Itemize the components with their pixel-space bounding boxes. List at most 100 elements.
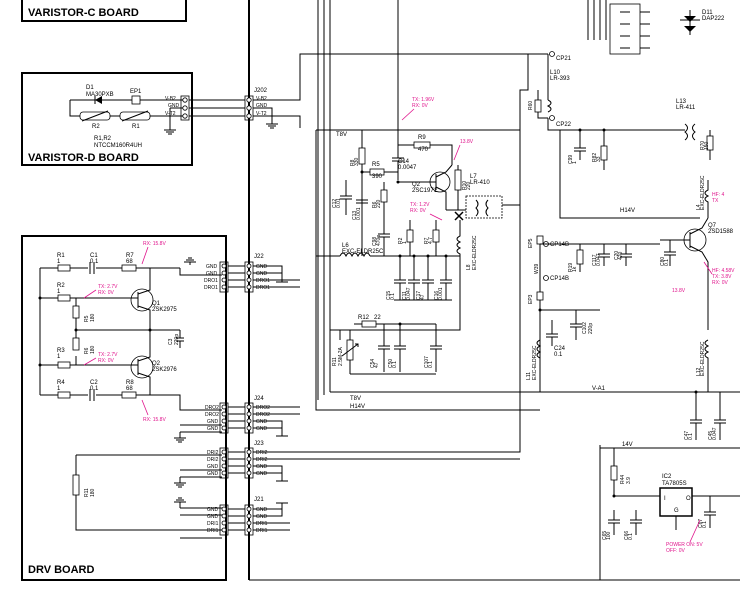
c-r9: R9 — [418, 135, 426, 141]
c-l6: L6 — [342, 243, 349, 249]
drv-r2v: 1 — [57, 289, 61, 295]
c-c13: C13 — [352, 211, 358, 220]
r-l10p: LR-393 — [550, 76, 570, 82]
j21-l-3: DRI1 — [207, 528, 219, 534]
j21-l-2: DRI1 — [207, 521, 219, 527]
j23-l-3: GND — [207, 471, 219, 477]
r-c45: C45 — [708, 431, 714, 440]
j21-l-0: GND — [207, 507, 219, 513]
r-h14v: H14V — [620, 208, 635, 214]
c-l8: L8 — [466, 264, 472, 270]
j22-l-0: GND — [206, 264, 218, 270]
c-c12v: 0.01 — [336, 198, 342, 208]
c-r12: R12 — [358, 315, 370, 321]
j22-l-2: DRO1 — [204, 278, 218, 284]
ep1-label: EP1 — [130, 89, 142, 95]
j202-connector: J202 V-B2 GND V-T2 — [180, 53, 548, 129]
c-r10v: 220 — [466, 181, 472, 190]
j23-r-0: DRI2 — [256, 450, 268, 456]
j23-connector: J23 DRI2 DRI2 GND GND DRI2 DRI2 GND GND — [207, 130, 521, 482]
r-c24: C24 — [554, 346, 566, 352]
c-c14: C14 — [398, 159, 410, 165]
r-l13: L13 — [676, 99, 687, 105]
ann-rx0-tx196: RX: 0V — [412, 103, 429, 109]
r-r44v: 3.9 — [626, 477, 632, 484]
c-c17: C17 — [416, 291, 422, 300]
r-cp14b: CP14B — [550, 242, 569, 248]
ann-rx0-q2: RX: 0V — [98, 358, 115, 364]
c-c54v: 47 — [374, 362, 380, 368]
r-c65v: 100 — [606, 531, 612, 540]
c-r7: R7 — [424, 237, 430, 244]
varistor-c-board-title: VARISTOR-C BOARD — [28, 7, 139, 19]
r-r82v: 33 — [596, 156, 602, 162]
drv-c1: C1 — [90, 253, 98, 259]
ann-power-on: POWER ON: 5V — [666, 542, 703, 548]
r-l11p: EXC-ELDR25C — [532, 345, 538, 380]
r-l12p: EXC-ELDR25C — [700, 341, 706, 376]
r-ic2p: TA7805S — [662, 481, 687, 487]
r-r19v: 1k — [572, 266, 578, 272]
c-r2v: 1 — [402, 241, 408, 244]
drv-q1p: 2SK2975 — [152, 307, 177, 313]
c-c11v: 0.047 — [406, 287, 412, 300]
center-annotations: TX: 1.96V RX: 0V 13.8V TX: 1.2V RX: 0V — [401, 97, 474, 221]
c-l6p: EXC-ELDR25C — [342, 249, 384, 255]
ann-tx12: TX: 1.2V — [410, 202, 430, 208]
drv-circuit: R1 1 C1 0.1 R7 68 R2 1 Q1 2SK2975 R5 180… — [39, 253, 222, 539]
varistor-d-circuit: D1 MA30PXB EP1 R2 R1 R1,R2 NTCCM160R4UH … — [69, 85, 184, 149]
r-ic2: IC2 — [662, 474, 672, 480]
r-ic-i: I — [664, 496, 666, 502]
c-r5v: 390 — [372, 174, 383, 180]
c-r11p: 2.5M-2A — [338, 346, 344, 366]
r-l4p: EXC-ELDR25C — [700, 175, 706, 210]
j21-l-1: GND — [207, 514, 219, 520]
drv-q1: Q1 — [152, 301, 161, 307]
t8v-top: T8V — [336, 132, 347, 138]
r-c117v: 0.047 — [596, 253, 602, 266]
r-cp21: CP21 — [556, 56, 572, 62]
ann-rx158-bot: RX: 15.8V — [143, 417, 166, 423]
vd-pin-vb2: V-B2 — [165, 96, 176, 102]
ann-hf458: HF: 4.58V — [712, 268, 735, 274]
r-q7: Q7 — [708, 223, 717, 229]
j22-r-2: DRO1 — [256, 278, 270, 284]
j22-l-3: DRO1 — [204, 285, 218, 291]
j24-l-0: DRO2 — [205, 405, 219, 411]
junction-dots — [38, 128, 698, 498]
d1-diode-icon — [95, 96, 102, 104]
drv-r11v: 180 — [90, 488, 96, 497]
r1-label: R1 — [132, 124, 140, 130]
q2-transistor-icon — [130, 355, 154, 379]
drv-annotations: RX: 15.8V TX: 2.7V RX: 0V TX: 2.7V RX: 0… — [83, 241, 166, 423]
r-cp14a: CP14B — [550, 276, 569, 282]
r-ic-o: O — [686, 496, 691, 502]
j21-r-3: DRI1 — [256, 528, 268, 534]
l7-transformer-box — [465, 195, 503, 219]
r-c80v: 0.1 — [664, 259, 670, 266]
c-c16v: 0.001 — [438, 287, 444, 300]
r-r82: R82 — [592, 153, 598, 162]
r-c47: C47 — [684, 431, 690, 440]
ann-rx0-q1: RX: 0V — [98, 290, 115, 296]
c-c15v: 0.1 — [390, 293, 396, 300]
c-l8p: EXC-ELDR25C — [472, 235, 478, 270]
c-q2: Q2 — [412, 182, 421, 188]
r-c20: C20 — [614, 251, 620, 260]
d11-diode-icon — [684, 16, 696, 22]
r1r2-label: R1,R2 — [94, 136, 112, 142]
r-c24v: 0.1 — [554, 352, 563, 358]
r-c67: C67 — [698, 519, 704, 528]
r-v138c: 13.8V — [672, 288, 686, 294]
c-c15: C15 — [386, 291, 392, 300]
j23-l-1: DRI2 — [207, 457, 219, 463]
drv-r7: R7 — [126, 253, 134, 259]
drv-r4: R4 — [57, 380, 65, 386]
r-r60: R60 — [528, 101, 534, 110]
r-c66v: 0.1 — [628, 533, 634, 540]
j22-r-1: GND — [256, 271, 268, 277]
j22-label: J22 — [254, 254, 264, 260]
ann-tx3: TX: 3.8V — [712, 274, 732, 280]
r-d11: D11 — [702, 10, 713, 16]
c-r6: R6 — [372, 201, 378, 208]
